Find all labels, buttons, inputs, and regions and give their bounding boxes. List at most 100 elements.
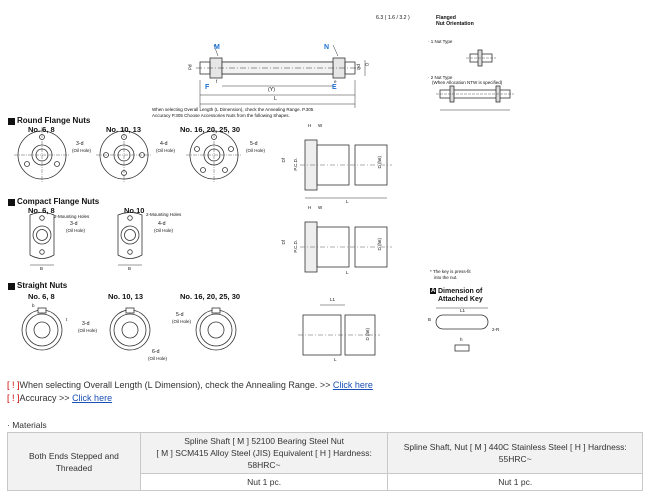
straight-t: t xyxy=(66,317,68,322)
shaft-label-n: N xyxy=(324,44,330,51)
accuracy-click-here-link[interactable]: Click here xyxy=(72,393,113,403)
shaft-label-f: F xyxy=(205,84,210,91)
side-pcd: P.C.D. xyxy=(293,157,299,171)
shaft-label-e: E xyxy=(332,84,337,91)
side-df: Df xyxy=(281,158,286,163)
material-1-line-1: Spline Shaft [ M ] 52100 Bearing Steel N… xyxy=(184,436,344,446)
compact-hole-2: 4-d xyxy=(158,221,166,227)
material-cell-1: Spline Shaft [ M ] 52100 Bearing Steel N… xyxy=(139,432,389,474)
key-h: h xyxy=(460,337,463,342)
accuracy-note-text: Accuracy >> xyxy=(19,393,70,403)
table-row: Nut 1 pc. Nut 1 pc. xyxy=(8,473,643,491)
nut-count-cell-2: Nut 1 pc. xyxy=(387,473,643,491)
material-1-line-2: [ M ] SCM415 Alloy Steel (JIS) Equivalen… xyxy=(156,448,372,458)
material-2-line-2: 55HRC~ xyxy=(498,454,532,464)
notes: [ ! ]When selecting Overall Length (L Di… xyxy=(7,379,373,405)
straight-nuts-heading: Straight Nuts xyxy=(8,282,67,290)
annealing-note: [ ! ]When selecting Overall Length (L Di… xyxy=(7,379,373,392)
drawing-lines xyxy=(14,44,514,356)
section-square-icon xyxy=(8,198,15,206)
key-title-a: A xyxy=(430,288,437,294)
nut-count-cell-1: Nut 1 pc. xyxy=(139,473,389,491)
straight-nuts-title: Straight Nuts xyxy=(17,281,68,290)
flanged-title-1: Flanged xyxy=(436,15,456,21)
annealing-click-here-link[interactable]: Click here xyxy=(332,380,373,390)
key-title-2: Attached Key xyxy=(438,296,483,303)
key-press-note-2: into the nut. xyxy=(434,275,458,280)
side-w: W xyxy=(318,123,323,128)
technical-drawing: 6.3 ( 1.6 / 3.2 ) Flanged Nut Orientatio… xyxy=(8,15,514,362)
shaft-label-l: L xyxy=(274,96,277,102)
shaft-note-2: Accuracy P.305 Choose Accessories Nuts f… xyxy=(152,113,290,118)
key-b: B xyxy=(428,317,432,322)
flanged-title-2: Nut Orientation xyxy=(436,21,474,27)
compact-oil-2: (Oil Hole) xyxy=(154,228,174,233)
round-size-2: No. 10, 13 xyxy=(106,125,142,134)
table-row: Both Ends Stepped and Threaded Spline Sh… xyxy=(7,432,643,491)
compact-hole-1: 3-d xyxy=(70,221,78,227)
side2-w: W xyxy=(318,205,323,210)
straight-oil-3: (Oil Hole) xyxy=(172,319,192,324)
round-flange-heading: Round Flange Nuts xyxy=(8,117,90,125)
material-cell-2: Spline Shaft, Nut [ M ] 440C Stainless S… xyxy=(387,432,643,474)
side-d-h6: D (h6) xyxy=(377,155,383,169)
side2-d-h6: D (h6) xyxy=(377,237,383,251)
straight-size-1: No. 6, 8 xyxy=(28,292,55,301)
key-l1: L1 xyxy=(460,308,466,313)
warning-prefix: [ ! ] xyxy=(7,380,20,390)
round-hole-1: 3-d xyxy=(76,141,84,147)
straight-b: b xyxy=(32,303,35,308)
shaft-note-1: When selecting Overall Length (L Dimensi… xyxy=(152,107,314,112)
key-r: 2-R xyxy=(492,327,500,332)
compact-mounting-1: 2-Mounting Holes xyxy=(54,214,90,219)
straight-size-2: No. 10, 13 xyxy=(108,292,144,301)
round-size-3: No. 16, 20, 25, 30 xyxy=(180,125,241,134)
compact-size-2: No.10 xyxy=(124,206,145,215)
shaft-label-e-lower: e xyxy=(334,79,337,84)
round-hole-2: 4-d xyxy=(160,141,168,147)
compact-b-2: B xyxy=(128,266,132,271)
straight-oil-1: (Oil Hole) xyxy=(78,328,98,333)
compact-flange-heading: Compact Flange Nuts xyxy=(8,198,99,206)
nut-type-2-note: (When Allocation NTW is specified) xyxy=(432,80,503,85)
material-2-line-1: Spline Shaft, Nut [ M ] 440C Stainless S… xyxy=(403,442,627,452)
straight-hole-3: 5-d xyxy=(176,312,184,318)
compact-flange-title: Compact Flange Nuts xyxy=(17,197,100,206)
straight-size-3: No. 16, 20, 25, 30 xyxy=(180,292,241,301)
shaft-label-f-lower: f xyxy=(216,79,218,84)
straight-oil-4: (Oil Hole) xyxy=(148,356,168,361)
nut-type-1-label: · 1 Nut Type xyxy=(428,39,453,44)
compact-oil-1: (Oil Hole) xyxy=(66,228,86,233)
row-label: Both Ends Stepped and Threaded xyxy=(29,450,119,473)
straight-hole-1: 3-d xyxy=(82,321,90,327)
round-size-1: No. 6, 8 xyxy=(28,125,55,134)
materials-heading: · Materials xyxy=(7,420,47,430)
shaft-label-y: (Y) xyxy=(268,87,275,93)
shaft-label-pd: Pd xyxy=(187,64,193,71)
round-oil-2: (Oil Hole) xyxy=(156,148,176,153)
section-square-icon xyxy=(8,282,15,290)
shaft-label-qd: Qd xyxy=(355,64,361,71)
materials-table: Both Ends Stepped and Threaded Spline Sh… xyxy=(7,432,643,491)
side2-l: L xyxy=(346,270,349,275)
annealing-note-text: When selecting Overall Length (L Dimensi… xyxy=(19,380,331,390)
shaft-label-m: M xyxy=(214,44,220,51)
compact-mounting-2: 2-Mounting Holes xyxy=(146,212,182,217)
side3-d-h6: D (h6) xyxy=(365,327,371,341)
accuracy-note: [ ! ]Accuracy >> Click here xyxy=(7,392,373,405)
side3-l: L xyxy=(334,357,337,362)
straight-hole-4: 6-d xyxy=(152,349,160,355)
row-label-cell: Both Ends Stepped and Threaded xyxy=(7,432,141,491)
side2-h: H xyxy=(308,205,312,210)
round-oil-3: (Oil Hole) xyxy=(246,148,266,153)
side-l: L xyxy=(346,199,349,204)
shaft-label-d: D xyxy=(364,62,370,66)
compact-size-1: No. 6, 8 xyxy=(28,206,55,215)
warning-prefix: [ ! ] xyxy=(7,393,20,403)
material-1-line-3: 58HRC~ xyxy=(247,460,281,470)
nut-type-2-label: · 2 Nut Type xyxy=(428,75,453,80)
key-press-note-1: * The key is press-fit xyxy=(430,269,471,274)
side3-l1: L1 xyxy=(330,297,336,302)
side-h: H xyxy=(308,123,312,128)
compact-b-1: B xyxy=(40,266,44,271)
